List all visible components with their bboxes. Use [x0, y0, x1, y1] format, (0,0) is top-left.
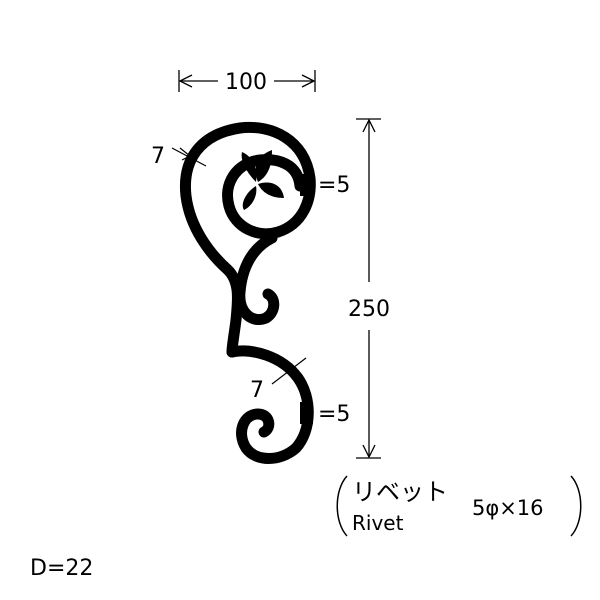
thickness-label-lower: 7 — [250, 378, 264, 403]
rivet-note-spec: 5φ×16 — [472, 496, 544, 520]
thickness-leader-lower — [271, 357, 307, 385]
lower-scroll-bar — [226, 345, 314, 464]
rivet-size-label-lower: =5 — [318, 402, 350, 427]
leaf-bottom-left — [242, 186, 257, 210]
depth-label: D=22 — [30, 556, 93, 581]
rivet-upper — [300, 174, 313, 196]
rivet-note: リベット Rivet 5φ×16 — [336, 475, 582, 537]
width-arrow-right — [301, 74, 316, 88]
rivet-note-paren-right — [570, 475, 582, 537]
height-dimension — [356, 118, 381, 459]
height-arrow-top — [362, 118, 376, 133]
thickness-label-upper: 7 — [151, 144, 165, 169]
height-arrow-bottom — [362, 444, 376, 459]
width-arrow-left — [178, 74, 193, 88]
thickness-arrow-lower — [287, 361, 297, 377]
middle-curl-bar — [234, 232, 280, 325]
leaf-top — [255, 150, 272, 182]
width-dimension — [178, 70, 316, 92]
rivet-lower — [300, 402, 313, 424]
rivet-note-label-jp: リベット — [352, 478, 448, 506]
rivet-note-paren-left — [336, 475, 348, 537]
leaf-left — [241, 152, 257, 182]
leaf-ornament — [241, 150, 284, 210]
rivet-note-label-en: Rivet — [352, 511, 404, 535]
rivet-size-label-upper: =5 — [318, 173, 350, 198]
leaf-bottom — [258, 182, 284, 198]
thickness-callout-upper — [171, 147, 207, 167]
thickness-arrow-upper — [179, 147, 192, 161]
upper-scroll-bar — [179, 121, 316, 358]
width-label: 100 — [225, 70, 267, 95]
thickness-callout-lower — [271, 357, 307, 385]
height-label: 250 — [348, 297, 390, 322]
scroll-ornament — [179, 121, 316, 464]
